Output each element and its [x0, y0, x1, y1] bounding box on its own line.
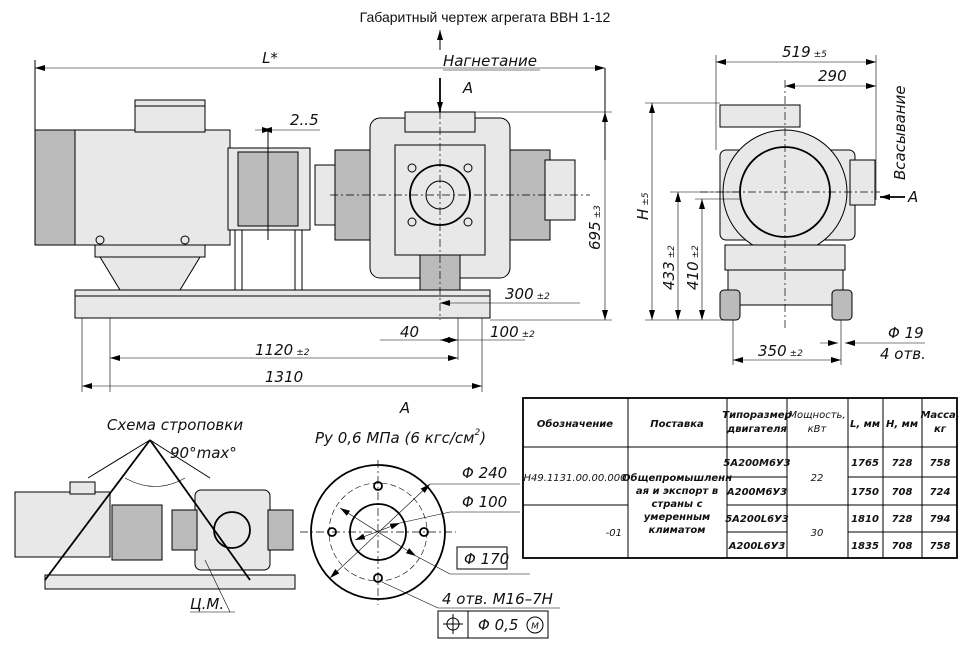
table-row: А200М6У3 1750 708 724 [726, 487, 951, 498]
power-22: 22 [811, 473, 824, 484]
drawing-title: Габаритный чертеж агрегата ВВН 1-12 [360, 9, 611, 25]
designation-base: Н49.1131.00.00.000 [524, 473, 627, 484]
hole-diameter: Φ 19 [888, 324, 924, 342]
sling-title: Схема строповки [107, 416, 243, 434]
center-of-mass-label: Ц.М. [190, 595, 224, 613]
header-mass-1: Масса, [920, 410, 959, 421]
cell-h: 708 [892, 541, 913, 552]
header-l: L, мм [850, 419, 880, 430]
power-30: 30 [811, 528, 824, 539]
dim-433: 433±2 [660, 245, 678, 290]
supply-line: Общепромышленн [622, 472, 732, 484]
header-motor-1: Типоразмер [722, 410, 791, 421]
cell-motor: А200М6У3 [726, 487, 787, 498]
flange-holes: 4 отв. М16–7Н [442, 590, 553, 608]
view-a-marker: A [462, 79, 473, 97]
dim-1310: 1310 [265, 368, 303, 386]
flange-d100: Φ 100 [462, 493, 507, 511]
header-power-2: кВт [808, 424, 828, 435]
header-designation: Обозначение [537, 418, 613, 430]
front-view: L* Нагнетание A 2..5 695±3 300±2 40 100±… [34, 30, 612, 392]
supply-line: ая и экспорт в [636, 486, 718, 497]
cell-mass: 758 [930, 458, 951, 469]
dim-290: 290 [818, 67, 847, 85]
supply-line: умеренным [644, 512, 710, 523]
cell-mass: 758 [930, 541, 951, 552]
table-row: 5А200М6У3 1765 728 758 [723, 458, 950, 469]
cell-l: 1750 [851, 487, 879, 498]
cell-motor: 5А200L6У3 [725, 514, 789, 525]
table-row: А200L6У3 1835 708 758 [728, 541, 951, 552]
flange-d170-basic: Φ 170 [464, 550, 509, 568]
dim-350: 350±2 [758, 342, 803, 360]
flange-pressure: Ру 0,6 МПа (6 кгс/см2) [315, 428, 486, 447]
tolerance-modifier: M [531, 622, 539, 632]
dim-height-h: H±5 [634, 192, 652, 220]
coupling-guard [227, 130, 311, 290]
cell-h: 708 [892, 487, 913, 498]
flange-view: A Ру 0,6 МПа (6 кгс/см2) Φ 240 Φ 100 Φ 1… [300, 399, 560, 639]
supply-line: страны с [652, 499, 703, 510]
specification-table: Обозначение Поставка Типоразмер двигател… [522, 397, 960, 559]
header-motor-2: двигателя [726, 424, 787, 435]
dim-gap: 2..5 [290, 111, 319, 129]
tolerance-value: Φ 0,5 [478, 616, 518, 634]
cell-h: 728 [892, 458, 913, 469]
dim-length-label: L* [262, 49, 278, 67]
cell-mass: 724 [930, 487, 951, 498]
cell-motor: 5А200М6У3 [723, 458, 790, 469]
header-mass-2: кг [934, 424, 947, 435]
hole-count: 4 отв. [880, 345, 926, 363]
dim-1120: 1120±2 [255, 341, 310, 359]
cell-h: 728 [892, 514, 913, 525]
flange-d240: Φ 240 [462, 464, 507, 482]
cell-l: 1810 [851, 514, 879, 525]
suction-label: Всасывание [891, 85, 909, 180]
dim-300: 300±2 [505, 285, 550, 303]
sling-scheme: Схема строповки 90°max° Ц.М. [14, 416, 296, 613]
position-tolerance-frame [437, 610, 549, 639]
motor [34, 99, 231, 291]
header-h: H, мм [886, 419, 918, 430]
dim-410: 410±2 [684, 245, 702, 290]
header-supply: Поставка [650, 419, 704, 430]
supply-line: климатом [649, 525, 706, 536]
cell-motor: А200L6У3 [728, 541, 786, 552]
table-row: 5А200L6У3 1810 728 794 [725, 514, 950, 525]
dim-100: 100±2 [490, 323, 535, 341]
header-power-1: Мощность, [788, 410, 845, 421]
dim-40: 40 [400, 323, 419, 341]
dim-width-519: 519±5 [782, 43, 827, 61]
pump [314, 111, 576, 291]
cell-l: 1835 [851, 541, 879, 552]
side-view: 519±5 290 H±5 433±2 410±2 350±2 Φ 19 4 о… [634, 43, 926, 365]
discharge-label: Нагнетание [443, 52, 537, 70]
sling-angle: 90°max° [170, 444, 237, 462]
flange-view-letter: A [399, 399, 410, 417]
dim-height-695: 695±3 [586, 205, 604, 250]
base-frame [74, 289, 491, 319]
cell-l: 1765 [851, 458, 879, 469]
designation-01: -01 [606, 528, 622, 539]
side-view-a-marker: A [907, 188, 918, 206]
cell-mass: 794 [930, 514, 951, 525]
